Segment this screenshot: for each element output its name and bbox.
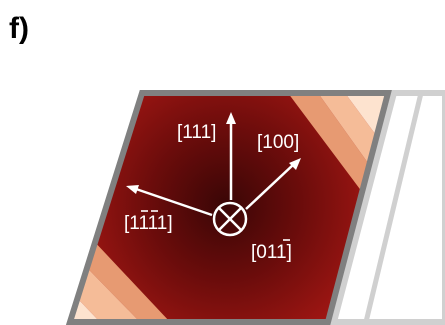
direction-label-1-11: [1111] [124, 213, 173, 234]
direction-label-100: [100] [257, 132, 299, 153]
direction-label-111: [111] [177, 122, 216, 143]
direction-label-01-1: [011] [251, 242, 292, 263]
